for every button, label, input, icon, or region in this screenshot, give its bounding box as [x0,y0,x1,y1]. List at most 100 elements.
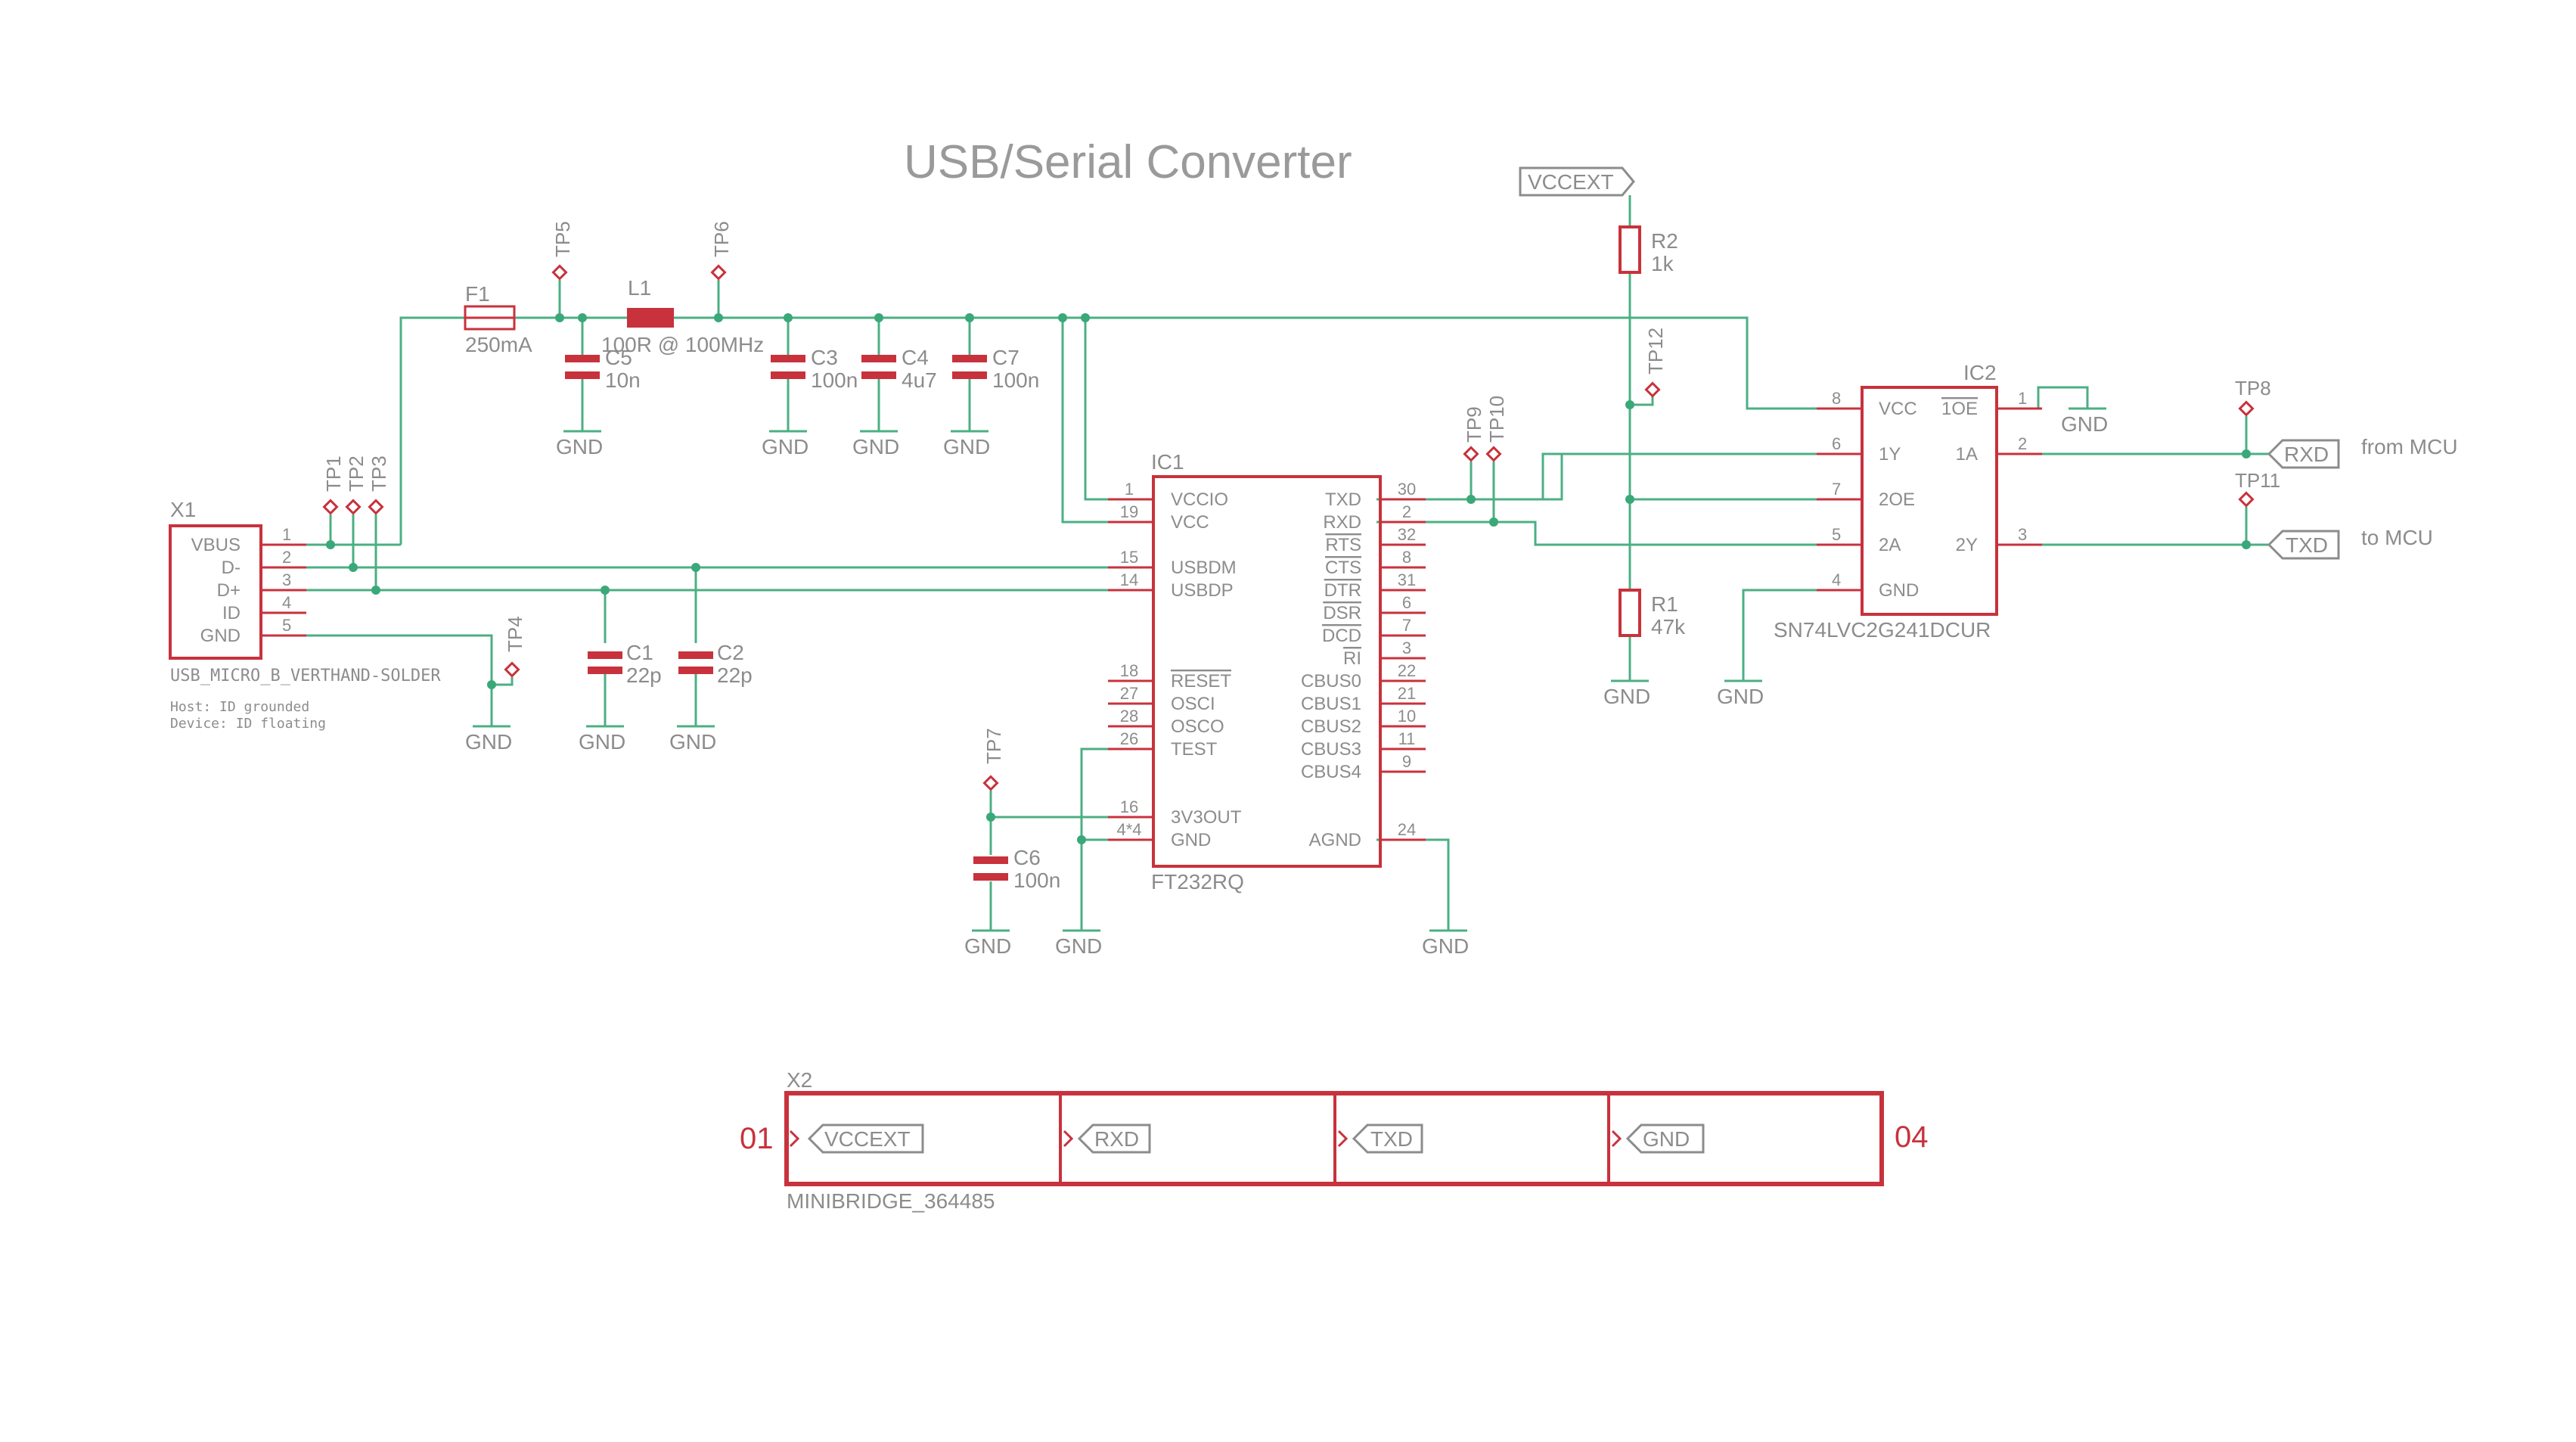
cap-c5[interactable]: C5 10n [565,346,641,392]
tp8: TP8 [2235,377,2271,417]
x2-name: X2 [787,1068,812,1092]
svg-text:GND: GND [852,435,899,458]
ic1-pin-label: DTR [1324,580,1361,601]
svg-text:4: 4 [282,593,291,612]
cap-c4[interactable]: C4 4u7 [861,346,937,392]
svg-text:TP2: TP2 [345,455,368,492]
svg-text:5: 5 [282,616,291,635]
svg-text:TP1: TP1 [322,455,345,492]
svg-text:3: 3 [282,570,291,589]
r2-value: 1k [1651,252,1674,275]
l1-name: L1 [628,276,651,300]
x1-pins [261,543,306,637]
ic1-pin-num: 2 [1402,502,1411,521]
ic1-pin-label: TXD [1325,489,1361,510]
svg-text:D-: D- [222,558,241,578]
ic1-pin-label: TEST [1171,739,1218,760]
svg-text:GND: GND [762,435,808,458]
ic1-pin-num: 14 [1120,570,1138,589]
ic2-sn74lvc2g241[interactable]: IC2 SN74LVC2G241DCUR 8VCC61Y72OE52A4GND … [1774,361,2042,642]
c2-value: 22p [717,664,753,687]
c7-name: C7 [992,346,1020,369]
ic1-pin-label: RXD [1323,512,1361,533]
svg-text:GND: GND [1055,934,1102,958]
ic1-pin-num: 7 [1402,616,1411,635]
inductor-l1[interactable]: L1 100R @ 100MHz [601,276,764,356]
connector-x1[interactable]: X1 VBUS D- D+ ID GND 1 2 3 4 5 USB_MICRO… [169,498,441,732]
ic1-pin-num: 24 [1398,820,1416,839]
f1-name: F1 [465,282,490,306]
ic2-pin-label: 2Y [1956,535,1978,555]
ic2-part: SN74LVC2G241DCUR [1774,618,1991,642]
ic1-pin-label: CTS [1325,558,1361,578]
svg-text:GND: GND [1603,685,1650,708]
gnd-c2: GND [669,725,716,754]
ic1-pin-num: 16 [1120,797,1138,816]
cap-c1[interactable]: C1 22p [588,641,662,687]
x2-pin-rxd: RXD [1063,1123,1151,1154]
tp1: TP1 [322,455,345,515]
cap-c7[interactable]: C7 100n [952,346,1039,392]
ic1-pin-num: 10 [1398,707,1416,726]
ic1-pin-label: USBDM [1171,558,1237,578]
r1-name: R1 [1651,592,1678,616]
gnd-agnd: GND [1422,929,1469,958]
x1-note1: Host: ID grounded [170,699,309,715]
from-mcu-label: from MCU [2361,435,2458,458]
svg-text:GND: GND [964,934,1011,958]
cap-c6[interactable]: C6 100n [973,846,1060,892]
x1-name: X1 [170,498,196,521]
svg-text:D+: D+ [217,580,241,601]
ic1-ft232rq[interactable]: IC1 FT232RQ 1VCCIO19VCC15USBDM14USBDP18R… [1108,450,1426,893]
svg-text:TP8: TP8 [2235,377,2271,399]
svg-text:TP7: TP7 [982,728,1005,764]
gnd-ic1: GND [1055,929,1102,958]
tp9: TP9 [1463,406,1485,462]
ic1-pin-num: 11 [1398,729,1416,748]
c4-name: C4 [902,346,929,369]
ic1-pin-num: 28 [1120,707,1138,726]
ic2-pin-num: 8 [1832,389,1841,408]
ic1-right-pins: 30TXD2RXD32RTS8CTS31DTR6DSR7DCD3RI22CBUS… [1301,480,1426,850]
tp2: TP2 [345,455,368,515]
ic1-pin-num: 21 [1398,684,1416,703]
ic2-name: IC2 [1963,361,1997,384]
resistor-r2[interactable]: R2 1k [1619,225,1678,275]
svg-text:VBUS: VBUS [191,535,241,555]
ic1-pin-num: 27 [1120,684,1138,703]
ic2-pin-num: 3 [2018,525,2027,544]
svg-text:TP10: TP10 [1485,396,1508,443]
x2-part: MINIBRIDGE_364485 [787,1189,995,1213]
tp5: TP5 [551,221,574,281]
svg-text:TP3: TP3 [368,455,390,492]
ic2-pin-num: 7 [1832,480,1841,499]
svg-text:TXD: TXD [2286,533,2328,557]
ic1-pin-num: 1 [1125,480,1134,499]
connector-x2[interactable]: X2 MINIBRIDGE_364485 01 04 VCCEXT RXD TX… [740,1068,1929,1213]
ic1-pin-num: 31 [1398,570,1416,589]
ic2-pin-label: 1OE [1941,399,1978,419]
ic1-pin-num: 19 [1120,502,1138,521]
r2-name: R2 [1651,229,1678,253]
cap-c3[interactable]: C3 100n [771,346,858,392]
fuse-f1[interactable]: F1 250mA [464,282,532,356]
ic1-pin-label: AGND [1309,830,1361,850]
wires [306,197,2269,931]
svg-text:1: 1 [282,525,291,544]
ic1-pin-label: RESET [1171,671,1231,691]
ic1-pin-label: VCCIO [1171,489,1228,510]
ic1-pin-num: 22 [1398,661,1416,680]
ic1-pin-num: 26 [1120,729,1138,748]
svg-text:TXD: TXD [1370,1127,1413,1151]
ic2-pin-num: 1 [2018,389,2027,408]
cap-c2[interactable]: C2 22p [678,641,753,687]
gnd-ic2: GND [1717,679,1764,708]
x2-pin-vccext: VCCEXT [789,1123,924,1154]
r1-value: 47k [1651,615,1686,639]
ic1-pin-label: 3V3OUT [1171,807,1242,828]
ic1-pin-label: CBUS1 [1301,694,1361,714]
resistor-r1[interactable]: R1 47k [1619,589,1686,639]
ic2-pin-label: 1A [1956,444,1978,465]
